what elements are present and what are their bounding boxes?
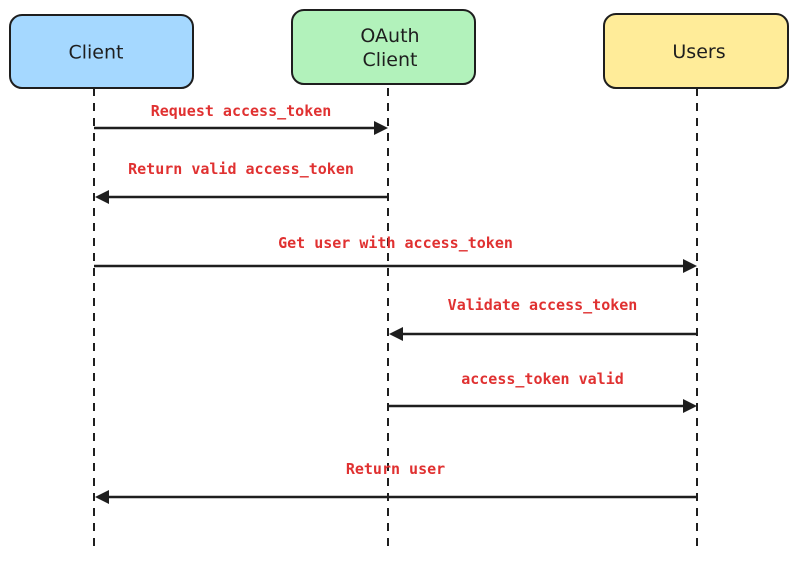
message-label: Request access_token — [151, 102, 332, 120]
actor-label-users: Users — [672, 41, 725, 63]
message-label: access_token valid — [461, 370, 624, 388]
actor-box-users — [603, 13, 789, 89]
message-6: Return user — [95, 460, 697, 504]
actor-label-client: Client — [68, 42, 123, 64]
lifelines — [93, 88, 698, 550]
arrowhead-icon — [95, 490, 109, 504]
message-label: Return user — [346, 460, 445, 478]
message-5: access_token valid — [388, 370, 697, 413]
actor-box-client — [9, 14, 194, 89]
actor-users: Users — [603, 13, 789, 89]
message-label: Return valid access_token — [128, 160, 354, 178]
actor-label-oauth-client: OAuth — [360, 25, 419, 47]
arrowhead-icon — [374, 121, 388, 135]
actor-client: Client — [9, 14, 194, 89]
message-4: Validate access_token — [389, 296, 697, 341]
message-2: Return valid access_token — [95, 160, 388, 204]
message-3: Get user with access_token — [94, 234, 697, 273]
arrowhead-icon — [683, 399, 697, 413]
arrowhead-icon — [683, 259, 697, 273]
message-1: Request access_token — [94, 102, 388, 135]
arrowhead-icon — [95, 190, 109, 204]
message-label: Get user with access_token — [278, 234, 513, 252]
arrowhead-icon — [389, 327, 403, 341]
message-label: Validate access_token — [448, 296, 638, 314]
actor-box-oauth-client — [291, 9, 476, 85]
actor-label-oauth-client: Client — [362, 49, 417, 71]
